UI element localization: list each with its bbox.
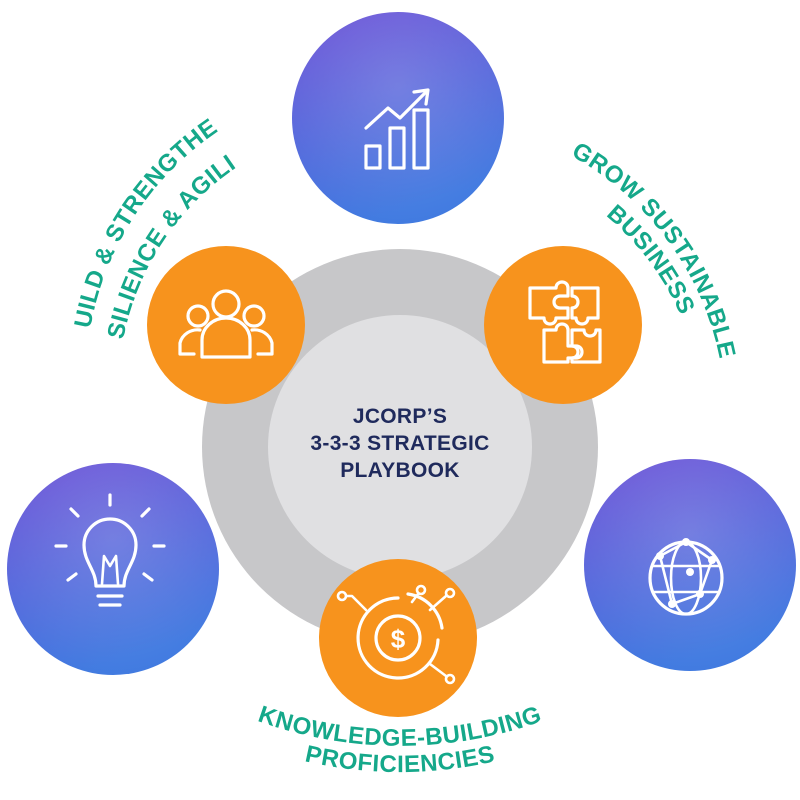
lightbulb-icon (54, 493, 166, 607)
center-title-line2: 3-3-3 STRATEGIC (310, 432, 489, 455)
center-title-line3: PLAYBOOK (340, 459, 459, 482)
center-title: JCORP’S 3-3-3 STRATEGIC PLAYBOOK (310, 405, 489, 482)
photo-circle-top (292, 12, 504, 224)
growth-chart-icon (364, 88, 430, 170)
svg-text:$: $ (391, 624, 406, 654)
center-ring-inner (268, 315, 532, 579)
center-title-line1: JCORP’S (353, 405, 447, 428)
globe-network-icon (648, 538, 724, 616)
pillar-circle-left (147, 246, 305, 404)
puzzle-icon (528, 280, 602, 364)
pillar-circle-bottom: $ (319, 559, 477, 717)
team-icon (178, 289, 274, 359)
photo-circle-left (7, 463, 219, 675)
pillar-circle-right (484, 246, 642, 404)
photo-circle-right (584, 459, 796, 671)
dollar-chart-icon: $ (336, 584, 456, 685)
